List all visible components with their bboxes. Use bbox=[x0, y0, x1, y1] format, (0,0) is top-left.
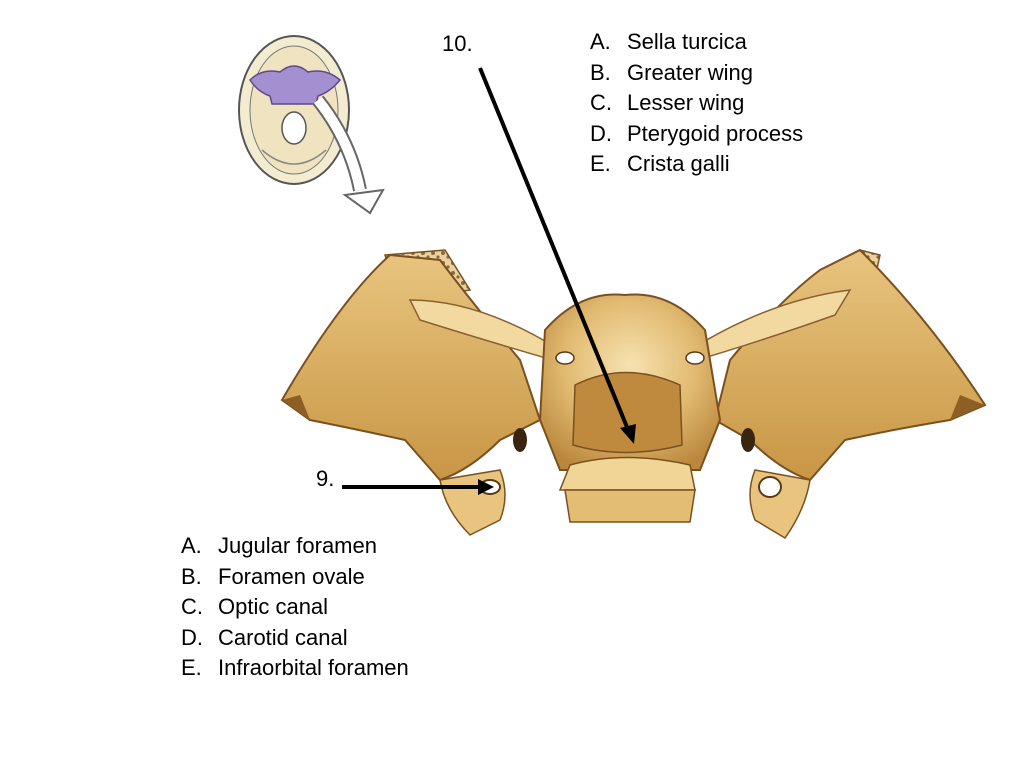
pointer-10 bbox=[478, 67, 636, 444]
right-greater-wing bbox=[713, 248, 987, 482]
left-optic-canal bbox=[555, 351, 575, 365]
pointer-9 bbox=[342, 479, 494, 495]
option-letter: C. bbox=[590, 90, 612, 116]
option-text: Carotid canal bbox=[218, 624, 348, 650]
question-9-options: A. Jugular foramen B. Foramen ovale C. O… bbox=[181, 531, 409, 684]
right-foramen-ovale bbox=[758, 476, 782, 498]
option-item: E. Infraorbital foramen bbox=[181, 653, 409, 684]
left-foramen-rotundum bbox=[513, 428, 527, 452]
option-letter: E. bbox=[590, 151, 611, 177]
option-text: Crista galli bbox=[627, 151, 730, 177]
question-10-options: A. Sella turcica B. Greater wing C. Less… bbox=[590, 27, 803, 180]
option-letter: A. bbox=[590, 29, 611, 54]
question-9-number: 9. bbox=[316, 466, 335, 491]
right-foramen-rotundum bbox=[741, 428, 755, 452]
option-text: Jugular foramen bbox=[218, 533, 377, 558]
dorsum-sellae bbox=[558, 456, 696, 491]
option-letter: D. bbox=[181, 624, 203, 650]
option-item: A. Jugular foramen bbox=[181, 531, 409, 562]
option-letter: B. bbox=[181, 563, 202, 589]
option-item: C. Lesser wing bbox=[590, 88, 803, 119]
curved-arrow bbox=[312, 95, 385, 215]
option-item: D. Carotid canal bbox=[181, 623, 409, 654]
question-10-number: 10. bbox=[442, 31, 473, 56]
option-letter: A. bbox=[181, 533, 202, 558]
option-text: Optic canal bbox=[218, 594, 329, 620]
option-text: Lesser wing bbox=[627, 90, 745, 116]
option-text: Infraorbital foramen bbox=[218, 655, 409, 681]
option-letter: E. bbox=[181, 655, 202, 681]
sphenoid-bone bbox=[280, 248, 987, 539]
option-text: Pterygoid process bbox=[627, 120, 804, 146]
option-item: D. Pterygoid process bbox=[590, 119, 803, 150]
option-text: Greater wing bbox=[627, 59, 753, 85]
option-letter: B. bbox=[590, 59, 611, 85]
option-letter: D. bbox=[590, 120, 612, 146]
left-greater-wing bbox=[280, 253, 542, 482]
sphenoid-highlight bbox=[249, 65, 342, 105]
option-letter: C. bbox=[181, 594, 203, 620]
right-optic-canal bbox=[685, 351, 705, 365]
option-item: C. Optic canal bbox=[181, 592, 409, 623]
sella-turcica bbox=[572, 371, 683, 454]
option-item: E. Crista galli bbox=[590, 149, 803, 180]
skull-inset bbox=[238, 35, 350, 185]
option-text: Sella turcica bbox=[627, 29, 747, 54]
option-item: B. Greater wing bbox=[590, 58, 803, 89]
option-text: Foramen ovale bbox=[218, 563, 365, 589]
option-item: A. Sella turcica bbox=[590, 27, 803, 58]
option-item: B. Foramen ovale bbox=[181, 562, 409, 593]
